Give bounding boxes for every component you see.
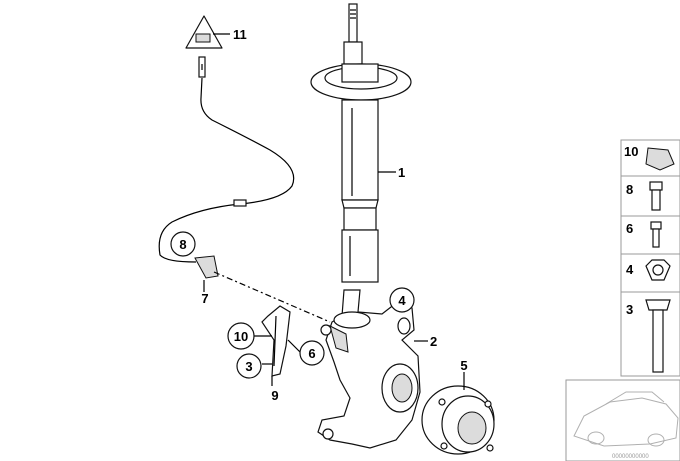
car-thumbnail-icon [565, 379, 680, 461]
legend-label-6: 6 [626, 221, 633, 236]
callout-circle-8 [170, 231, 196, 257]
callout-4: 4 [398, 293, 406, 308]
callout-8: 8 [179, 237, 186, 252]
shock-absorber-strut [310, 3, 412, 283]
callout-1: 1 [398, 165, 405, 180]
callout-5: 5 [460, 358, 467, 373]
legend-label-4: 4 [626, 262, 634, 277]
callout-circle-3 [236, 353, 262, 379]
diagram-id-caption: 00000000000 [612, 454, 649, 460]
callout-2: 2 [430, 334, 437, 349]
callout-6: 6 [308, 346, 315, 361]
callout-3: 3 [245, 359, 252, 374]
callout-10: 10 [234, 329, 248, 344]
legend-label-8: 8 [626, 182, 633, 197]
legend-label-10: 10 [624, 144, 638, 159]
callout-circle-6 [299, 340, 325, 366]
wheel-hub [421, 372, 495, 455]
callout-7: 7 [201, 291, 208, 306]
steering-knuckle [317, 289, 428, 449]
brake-wear-sensor [158, 56, 295, 292]
callout-circle-4 [389, 287, 415, 313]
parts-legend-panel [620, 139, 680, 377]
callout-11: 11 [233, 27, 247, 42]
warning-triangle-icon [185, 15, 230, 49]
callout-circle-10 [227, 322, 255, 350]
callout-9: 9 [271, 388, 278, 403]
sensor-bracket [254, 305, 301, 386]
legend-label-3: 3 [626, 302, 633, 317]
